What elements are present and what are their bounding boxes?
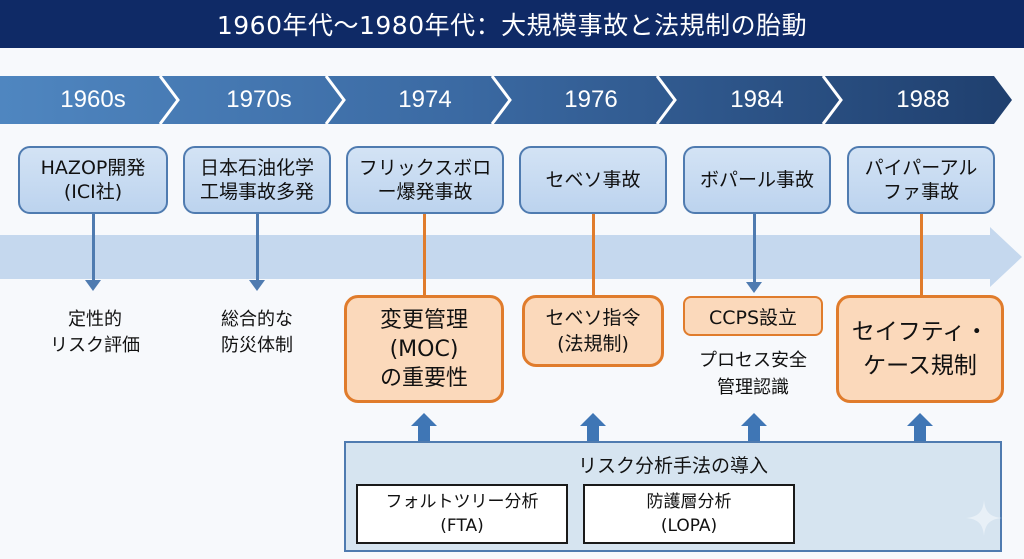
outcome-line: 管理認識: [717, 377, 789, 398]
connector-line: [92, 214, 95, 281]
sparkle-icon: [966, 500, 1002, 536]
event-line: ファ事故: [882, 181, 959, 203]
event-japan-petrochem: 日本石油化学 工場事故多発: [183, 146, 331, 214]
risk-methods-title: リスク分析手法の導入: [577, 455, 768, 477]
method-line: (FTA): [440, 516, 484, 536]
event-line: HAZOP開発: [40, 157, 146, 179]
connector-line: [753, 214, 756, 283]
timeline-bar: [0, 76, 1012, 124]
method-line: フォルトツリー分析: [385, 492, 539, 512]
event-line: ー爆発事故: [377, 181, 473, 203]
outcome-line: リスク評価: [50, 335, 140, 356]
connector-line: [592, 214, 595, 296]
arrow-down-icon: [85, 280, 101, 291]
outcome-ccps: CCPS設立: [683, 296, 823, 336]
event-line: 日本石油化学: [199, 157, 314, 179]
timeline-chevrons: [0, 76, 1012, 124]
event-line: 工場事故多発: [199, 181, 314, 203]
chevron-divider: [655, 76, 677, 124]
outcome-line: 変更管理: [379, 307, 468, 333]
outcome-line: 定性的: [68, 309, 122, 330]
arrow-down-icon: [746, 282, 762, 293]
outcome-qualitative-risk: 定性的 リスク評価: [30, 307, 160, 359]
outcome-moc: 変更管理 (MOC) の重要性: [344, 295, 504, 403]
outcome-line: (MOC): [389, 336, 459, 362]
arrow-up-icon: [580, 413, 606, 443]
connector-line: [256, 214, 259, 281]
chevron-divider: [490, 76, 512, 124]
timeline-label-1960s: 1960s: [60, 86, 126, 113]
timeline-label-1974: 1974: [398, 86, 452, 113]
event-seveso: セベソ事故: [519, 146, 667, 214]
chevron-divider: [821, 76, 843, 124]
event-piper-alpha: パイパーアル ファ事故: [847, 146, 995, 214]
arrow-up-icon: [741, 413, 767, 443]
event-line: (ICI社): [63, 181, 123, 203]
outcome-line: の重要性: [379, 365, 468, 391]
outcome-line: ケース規制: [863, 353, 977, 379]
event-line: パイパーアル: [864, 157, 978, 179]
timeline-label-1984: 1984: [730, 86, 784, 113]
outcome-line: 防災体制: [221, 335, 293, 356]
method-line: 防護層分析: [646, 492, 732, 512]
timeline-label-1976: 1976: [564, 86, 618, 113]
event-hazop: HAZOP開発 (ICI社): [18, 146, 168, 214]
arrow-up-icon: [411, 413, 437, 443]
outcome-safety-case: セイフティ・ ケース規制: [836, 295, 1004, 403]
outcome-line: セベソ指令: [545, 307, 641, 329]
timeline-label-1970s: 1970s: [226, 86, 292, 113]
method-fta: フォルトツリー分析 (FTA): [356, 484, 568, 544]
chevron-divider: [158, 76, 180, 124]
event-bhopal: ボパール事故: [683, 146, 831, 214]
event-line: ボパール事故: [699, 169, 814, 191]
progress-band-arrow: [0, 227, 1022, 287]
arrow-up-icon: [907, 413, 933, 443]
event-flixborough: フリックスボロ ー爆発事故: [346, 146, 504, 214]
chevron-divider: [324, 76, 346, 124]
outcome-line: セイフティ・: [851, 319, 989, 345]
connector-line: [920, 214, 923, 296]
outcome-line: 総合的な: [221, 309, 293, 330]
outcome-disaster-prevention: 総合的な 防災体制: [195, 307, 319, 359]
outcome-line: (法規制): [557, 333, 629, 355]
outcome-line: プロセス安全: [699, 350, 807, 371]
connector-line: [423, 214, 426, 296]
timeline-label-1988: 1988: [896, 86, 950, 113]
outcome-label: CCPS設立: [708, 306, 798, 329]
method-lopa: 防護層分析 (LOPA): [583, 484, 795, 544]
event-line: セベソ事故: [545, 169, 641, 191]
arrow-down-icon: [249, 280, 265, 291]
event-line: フリックスボロ: [358, 157, 492, 179]
page-title: 1960年代〜1980年代：大規模事故と法規制の胎動: [0, 0, 1024, 48]
outcome-ccps-note: プロセス安全 管理認識: [683, 347, 823, 401]
method-line: (LOPA): [660, 516, 718, 536]
outcome-seveso-directive: セベソ指令 (法規制): [522, 295, 664, 367]
